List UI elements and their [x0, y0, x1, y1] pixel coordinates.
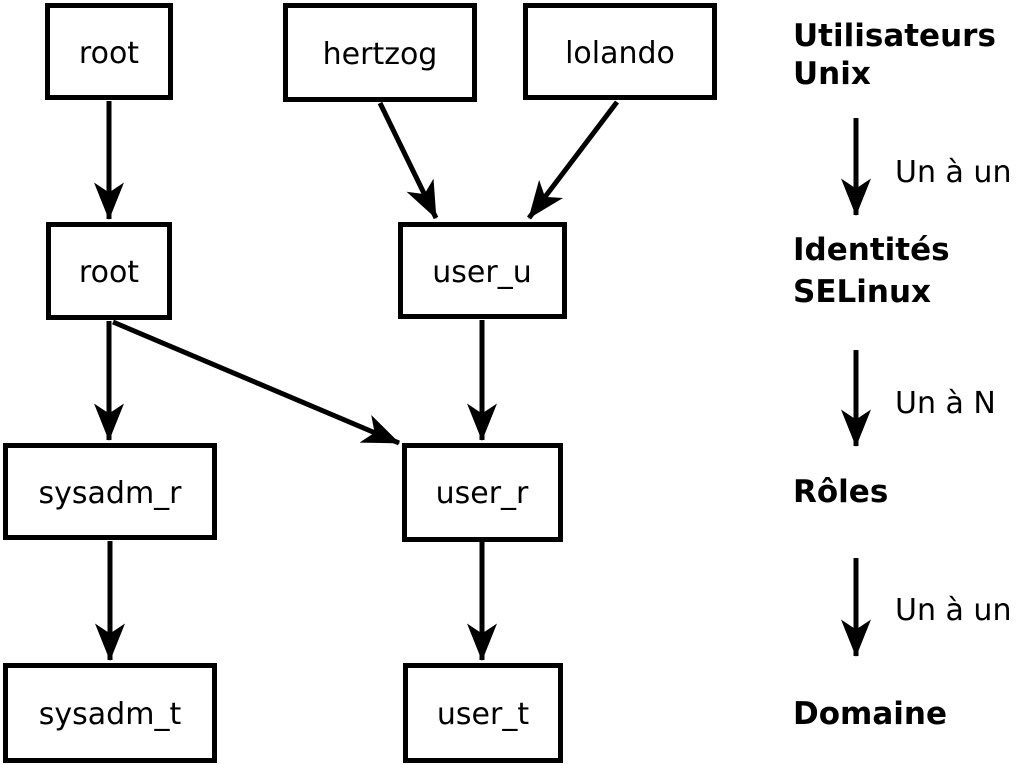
node-unix-root-box: [45, 3, 173, 100]
node-domain-sysadm-t-label: sysadm_t: [39, 697, 182, 732]
node-role-sysadm-r: sysadm_r: [3, 443, 217, 540]
node-identity-user-u-box: [398, 222, 567, 319]
edge-hertzog-to-user-u: [377, 101, 439, 220]
node-role-sysadm-r-box: [3, 443, 217, 540]
node-unix-root-label: root: [79, 36, 139, 71]
node-unix-lolando-label: lolando: [565, 36, 675, 71]
legend-column: Utilisateurs Unix Un à un Identités SELi…: [793, 18, 1011, 732]
node-role-user-r-box: [402, 443, 563, 542]
node-identity-root: root: [46, 222, 172, 320]
node-role-user-r-label: user_r: [436, 476, 529, 511]
node-unix-hertzog: hertzog: [283, 3, 477, 102]
legend-rel-users-identities: Un à un: [895, 155, 1011, 190]
legend-identities-line1: Identités: [793, 232, 950, 268]
node-role-user-r: user_r: [402, 443, 563, 542]
node-unix-lolando: lolando: [523, 3, 717, 100]
legend-domain: Domaine: [793, 696, 947, 732]
edge-lolando-to-user-u: [527, 100, 619, 220]
legend-users-line1: Utilisateurs: [793, 18, 996, 54]
node-domain-sysadm-t-box: [3, 663, 217, 763]
edge-identity-root-to-user-r: [112, 319, 400, 446]
node-role-sysadm-r-label: sysadm_r: [39, 476, 183, 511]
legend-identities-line2: SELinux: [793, 274, 931, 310]
legend-rel-roles-domains: Un à un: [895, 593, 1011, 628]
node-unix-lolando-box: [523, 3, 717, 100]
legend-rel-identities-roles: Un à N: [895, 386, 996, 421]
node-unix-hertzog-label: hertzog: [323, 37, 438, 72]
node-domain-sysadm-t: sysadm_t: [3, 663, 217, 763]
legend-roles: Rôles: [793, 474, 888, 510]
node-identity-root-label: root: [79, 255, 139, 290]
legend-users-line2: Unix: [793, 56, 871, 92]
node-identity-root-box: [46, 222, 172, 320]
node-domain-user-t-box: [403, 663, 563, 763]
node-unix-root: root: [45, 3, 173, 100]
node-domain-user-t-label: user_t: [437, 697, 529, 732]
node-identity-user-u-label: user_u: [432, 255, 531, 290]
node-domain-user-t: user_t: [403, 663, 563, 763]
node-unix-hertzog-box: [283, 3, 477, 102]
node-identity-user-u: user_u: [398, 222, 567, 319]
